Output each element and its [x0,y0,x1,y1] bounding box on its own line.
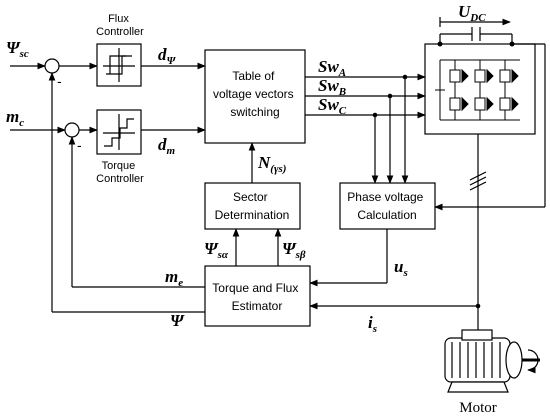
switch-bot-c [499,96,519,112]
switch-top-a [449,68,469,84]
torque-summing-junction [64,122,80,138]
estimator-block: Torque and Flux Estimator [204,265,311,327]
flux-hysteresis-icon [103,48,135,82]
psi-s-beta-label: Ψsβ [282,239,306,261]
torque-hysteresis-icon [103,114,135,150]
mc-label: mc [6,107,24,129]
estimator-label: Torque and Flux Estimator [212,281,301,313]
us-label: us [394,257,408,279]
torque-controller-label: Torque Controller [96,160,144,185]
switch-bot-b [474,96,494,112]
sw-b-label: SwB [318,76,346,98]
torque-minus-sign: - [77,137,82,153]
psi-sc-label: Ψsc [6,38,29,60]
sector-determination-block: Sector Determination [204,182,301,230]
me-label: me [165,267,183,289]
switch-top-b [474,68,494,84]
motor: Motor [444,329,540,416]
motor-terminal-box [461,329,493,341]
motor-end-cap [505,341,523,379]
motor-label: Motor [459,400,497,416]
psi-s-alpha-label: Ψsα [204,239,229,261]
inverter-block [424,43,536,135]
udc-label: UDC [458,2,486,24]
flux-minus-sign: - [57,73,62,89]
is-label: is [368,313,377,335]
psi-label: Ψ [170,311,185,330]
dc-link: UDC [437,2,515,47]
motor-feet [447,381,509,393]
switch-bot-a [449,96,469,112]
n-gamma-label: N(γs) [257,153,286,175]
rotation-arrow [527,349,539,374]
phase-voltage-label: Phase voltage Calculation [347,190,426,222]
switching-table-block: Table of voltage vectors switching [204,49,306,144]
switch-top-c [499,68,519,84]
d-psi-label: dΨ [158,45,177,67]
flux-controller-label: Flux Controller [96,13,144,38]
phase-voltage-block: Phase voltage Calculation [339,182,436,230]
sw-c-label: SwC [318,95,347,117]
flux-summing-junction [44,58,60,74]
d-m-label: dm [158,135,176,157]
switching-table-label: Table of voltage vectors switching [213,69,297,119]
igbt-bridge-icon [435,59,520,121]
flux-controller-block: Flux Controller [96,13,144,87]
torque-controller-block: Torque Controller [96,109,144,185]
sector-determination-label: Sector Determination [215,190,290,222]
sw-a-label: SwA [318,57,346,79]
